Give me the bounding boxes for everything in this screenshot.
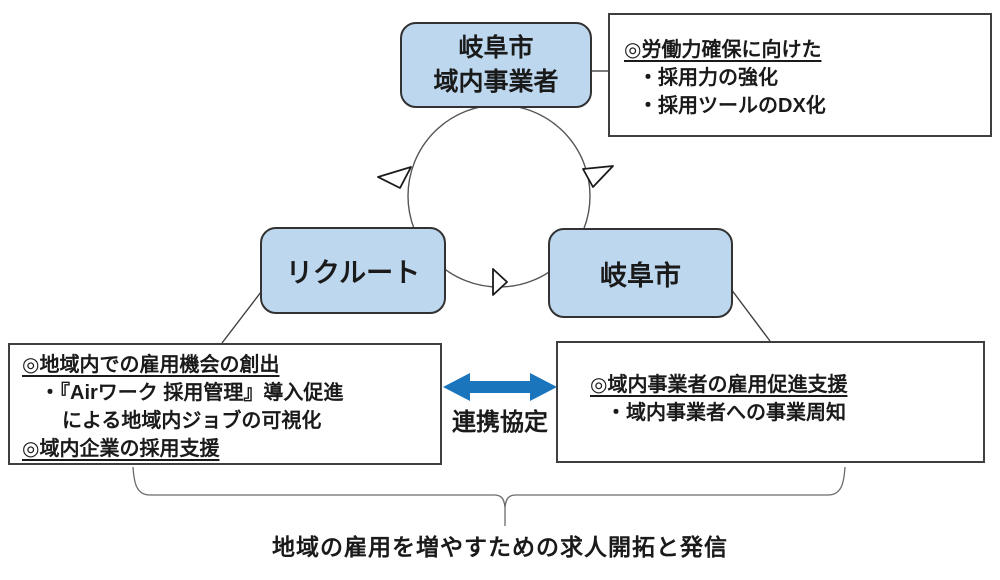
box-workforce-goals: ◎労働力確保に向けた ・採用力の強化 ・採用ツールのDX化 [608,13,992,137]
box-item: ・採用力の強化 [638,67,778,89]
box-item: ・採用ツールのDX化 [638,95,826,117]
box-heading: ◎域内企業の採用支援 [22,438,220,460]
box-item: ・域内事業者への事業周知 [606,402,846,424]
box-heading: ◎地域内での雇用機会の創出 [22,354,280,376]
node-label: リクルート [285,258,421,288]
connector-gifu-to-box [730,288,771,342]
node-recruit: リクルート [260,227,446,314]
node-label-line1: 岐阜市 [458,34,534,62]
node-gifu-city: 岐阜市 [548,228,733,318]
connector-recruit-to-box [221,291,262,344]
partnership-agreement-label: 連携協定 [452,409,548,436]
box-heading: ◎域内事業者の雇用促進支援 [590,374,848,396]
box-item: による地域内ジョブの可視化 [62,410,322,432]
node-label: 岐阜市 [600,260,681,291]
node-label-line2: 域内事業者 [433,68,559,96]
node-gifu-local-businesses: 岐阜市 域内事業者 [400,22,592,108]
box-recruit-role: ◎地域内での雇用機会の創出 ・『Airワーク 採用管理』導入促進 による地域内ジ… [8,343,442,465]
box-gifu-city-role: ◎域内事業者の雇用促進支援 ・域内事業者への事業周知 [556,341,985,463]
diagram-caption: 地域の雇用を増やすための求人開拓と発信 [272,534,728,560]
box-item: ・『Airワーク 採用管理』導入促進 [40,382,344,404]
box-heading: ◎労働力確保に向けた [624,39,822,61]
